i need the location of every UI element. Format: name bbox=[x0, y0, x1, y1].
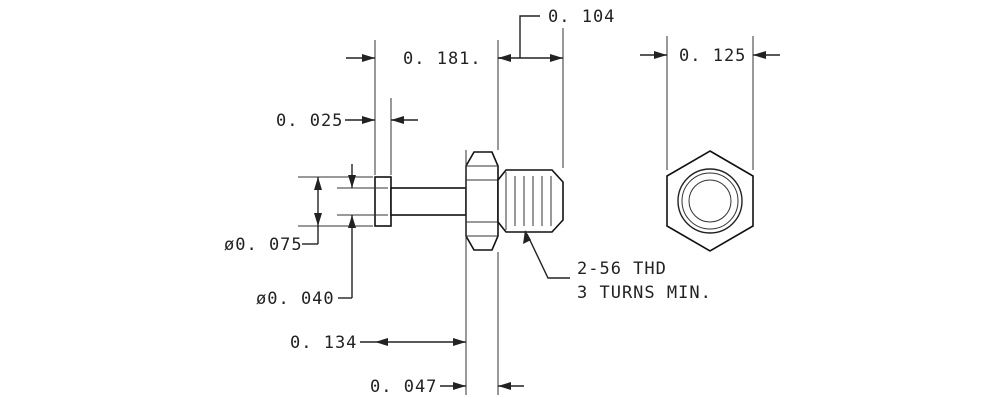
end-view-hex bbox=[666, 150, 754, 252]
dimension-labels: 0. 104 0. 181. 0. 125 0. 025 ø0. 075 ø0.… bbox=[224, 7, 746, 397]
pin-shank bbox=[390, 187, 467, 216]
pin-head bbox=[374, 176, 392, 227]
hex-flange bbox=[465, 151, 499, 251]
dim-dia-0-040: ø0. 040 bbox=[256, 289, 335, 309]
dim-0-025: 0. 025 bbox=[276, 111, 343, 131]
dim-0-104: 0. 104 bbox=[548, 7, 615, 27]
dim-0-125: 0. 125 bbox=[679, 46, 746, 66]
thread-note-line1: 2-56 THD bbox=[577, 259, 667, 279]
dim-dia-0-075: ø0. 075 bbox=[224, 235, 303, 255]
thread-note-line2: 3 TURNS MIN. bbox=[577, 283, 712, 303]
dim-0-047: 0. 047 bbox=[370, 377, 437, 397]
extension-lines bbox=[298, 28, 754, 395]
threaded-stud bbox=[497, 169, 564, 233]
dimension-lines bbox=[302, 15, 780, 390]
dim-0-134: 0. 134 bbox=[290, 333, 357, 353]
side-view-part bbox=[374, 151, 564, 251]
dim-0-181: 0. 181. bbox=[403, 49, 482, 69]
